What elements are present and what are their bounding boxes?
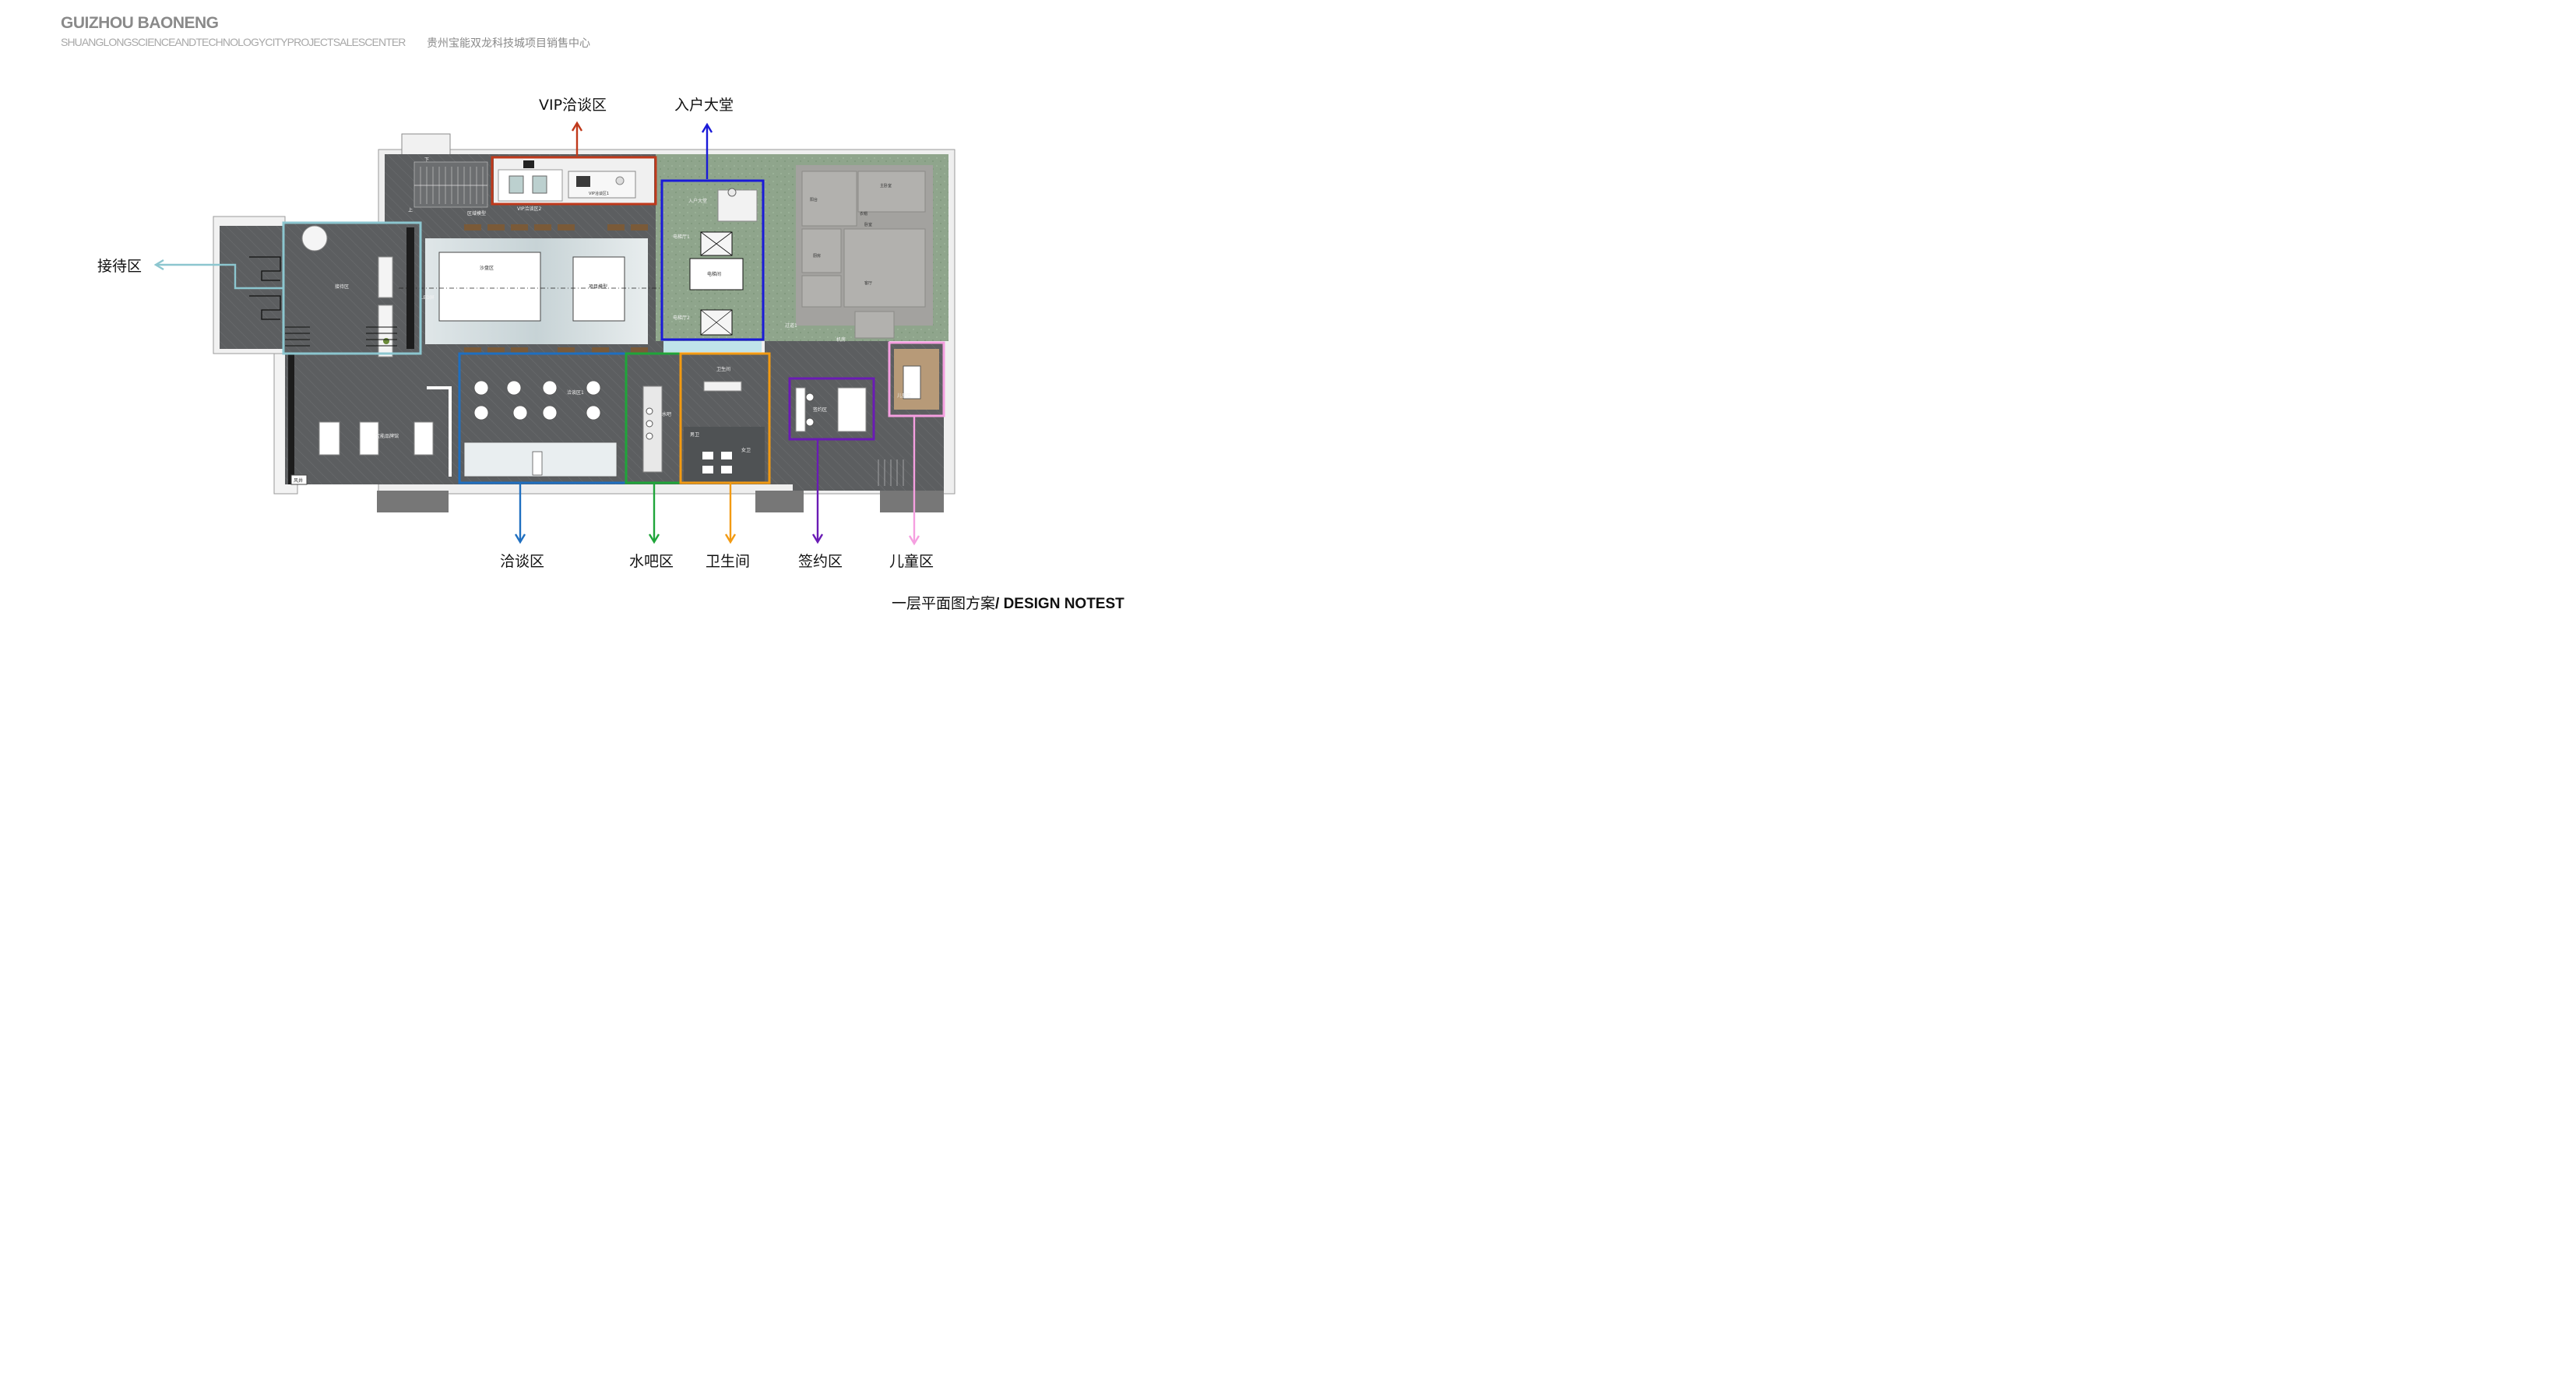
callout-vip: VIP洽谈区 [539, 97, 607, 114]
negotiation-tables: 洽谈区1 [463, 380, 618, 477]
zone-frames [282, 156, 945, 484]
sand-table: 沙盘区 项目模型 LED屏 [399, 238, 660, 344]
header-subtitle-en: SHUANGLONGSCIENCEANDTECHNOLOGYCITYPROJEC… [61, 36, 406, 48]
label-vip-room-1: VIP洽谈区1 [589, 191, 609, 196]
frame-restroom [679, 352, 771, 484]
arrow-negotiation-head [514, 533, 526, 544]
arrow-reception-head [153, 259, 164, 271]
label-water-bar: 水吧 [662, 411, 671, 417]
label-balcony: 阳台 [810, 197, 818, 202]
label-female: 女卫 [741, 447, 751, 453]
label-negotiation: 洽谈区1 [567, 389, 584, 396]
vip-room: VIP洽谈区1 VIP洽谈区2 区域模型 [467, 157, 654, 217]
header-subtitle-cn: 贵州宝能双龙科技城项目销售中心 [427, 37, 590, 50]
callout-lobby: 入户大堂 [674, 97, 734, 114]
label-regional-model: 区域模型 [467, 210, 486, 217]
label-elevator-2: 电梯厅2 [673, 315, 690, 321]
callout-arrows [153, 121, 920, 546]
label-bedroom: 卧室 [864, 222, 872, 227]
label-sand-table: 沙盘区 [480, 265, 494, 271]
callout-negotiation: 洽谈区 [500, 553, 545, 570]
label-entry-lobby: 入户大堂 [688, 198, 707, 204]
label-restroom: 卫生间 [716, 366, 730, 372]
frame-kids [888, 341, 945, 417]
label-vip-room-2: VIP洽谈区2 [517, 206, 541, 212]
label-up: 上 [408, 207, 413, 213]
restroom-detail: 卫生间 男卫 女卫 [684, 366, 765, 481]
header-title: GUIZHOU BAONENG [61, 14, 219, 32]
footer-title-cn: 一层平面图方案 [892, 595, 996, 612]
arrow-reception [157, 263, 283, 290]
label-signing: 签约区 [813, 407, 827, 413]
garden-area: 主卧室 客厅 厨房 阳台 卧室 衣帽 [656, 154, 948, 341]
label-living: 客厅 [864, 280, 872, 286]
label-down: 下 [424, 157, 429, 163]
footer-title: 一层平面图方案/ DESIGN NOTEST [892, 592, 1124, 613]
label-kitchen: 厨房 [813, 253, 821, 259]
footer-title-en: / DESIGN NOTEST [995, 596, 1124, 612]
frame-signing [788, 377, 875, 441]
museum-area: 宝能品牌馆 风井 [290, 386, 452, 485]
callout-reception: 接待区 [97, 258, 143, 275]
label-master-bed: 主卧室 [880, 183, 892, 188]
arrow-vip-head [571, 121, 583, 132]
label-cloak: 衣帽 [860, 211, 867, 217]
signing-detail: 签约区 [795, 387, 904, 486]
arrow-lobby-head [701, 122, 713, 133]
label-elevator-1: 电梯厅1 [673, 234, 690, 240]
callout-signing: 签约区 [798, 553, 843, 570]
frame-vip [491, 156, 657, 206]
water-bar-detail: 水吧 [642, 385, 671, 473]
label-reception: 接待区 [335, 283, 349, 290]
label-elevator-room: 电梯间 [707, 271, 721, 277]
arrow-water-bar-head [648, 533, 660, 544]
reception-detail: 接待区 [249, 225, 414, 484]
arrow-restroom-head [724, 533, 737, 544]
label-museum: 宝能品牌馆 [375, 433, 399, 439]
label-machine: 机房 [836, 336, 846, 343]
frame-lobby [660, 179, 765, 341]
label-corridor: 过道1 [785, 322, 797, 329]
label-model-table: 项目模型 [589, 283, 607, 290]
arrow-kids-head [908, 535, 920, 546]
kids-detail: 儿童区 [894, 349, 939, 410]
label-male: 男卫 [690, 432, 699, 438]
label-fan: 风井 [294, 477, 303, 484]
stair-top: 下 上 [408, 157, 488, 213]
arrow-signing-head [811, 533, 824, 544]
benches-top [464, 224, 648, 354]
callout-kids: 儿童区 [889, 553, 934, 570]
floor-plan: 主卧室 客厅 厨房 阳台 卧室 衣帽 下 上 VIP洽谈区1 VIP洽谈区2 区… [153, 121, 955, 546]
callout-restroom: 卫生间 [706, 553, 751, 570]
callout-water-bar: 水吧区 [629, 553, 674, 570]
lobby-detail: 入户大堂 电梯厅1 电梯厅2 电梯间 过道1 机房 [663, 188, 846, 352]
label-kids: 儿童区 [897, 393, 911, 399]
label-led: LED屏 [421, 295, 435, 301]
